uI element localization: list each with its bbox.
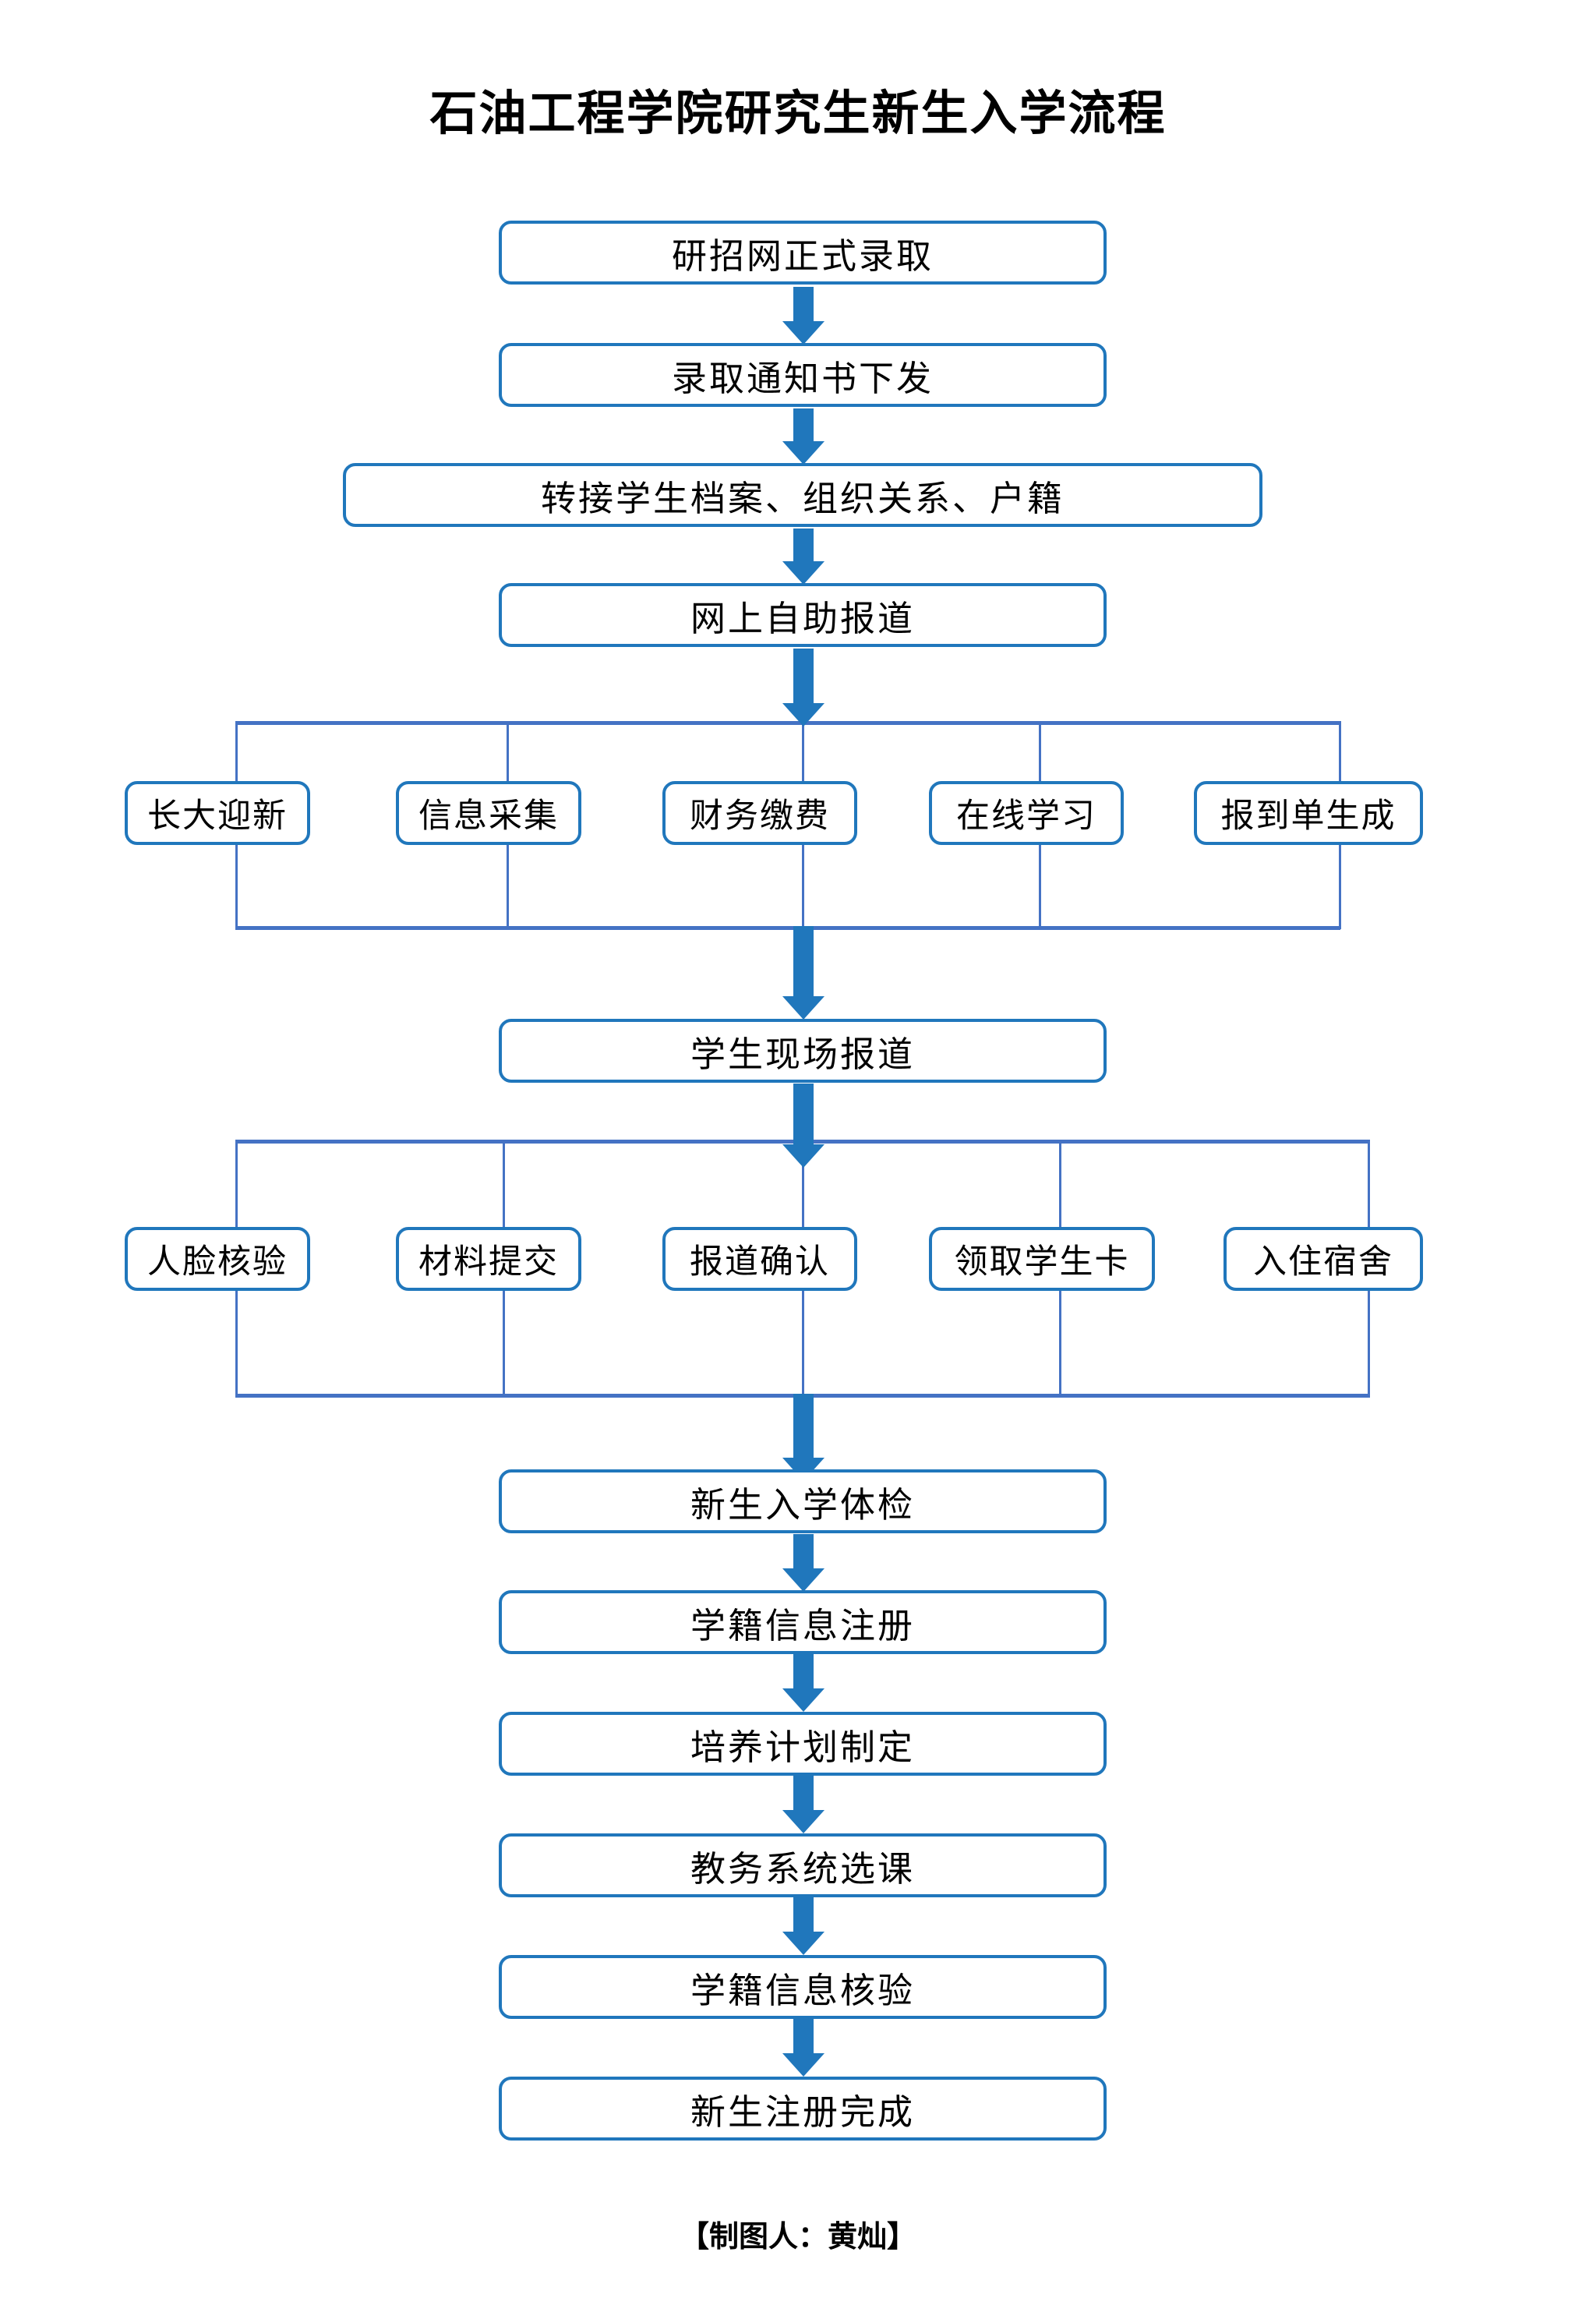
flow-node-label: 研招网正式录取 (671, 236, 934, 276)
flow-node-step-8[interactable]: 培养计划制定 (499, 1712, 1107, 1776)
arrow-branchgroup2-step6 (782, 1394, 824, 1481)
branch2-top-drop-3 (802, 1140, 804, 1233)
flow-node-label: 信息采集 (418, 798, 559, 835)
flow-node-label: 报道确认 (690, 1244, 830, 1281)
branch1-top-drop-4 (1039, 721, 1041, 783)
arrow-step4-branchgroup1 (782, 649, 824, 726)
flow-node-label: 新生入学体检 (690, 1485, 915, 1525)
flow-node-label: 报到单生成 (1220, 798, 1396, 835)
flow-node-step-11[interactable]: 新生注册完成 (499, 2077, 1107, 2141)
branch2-top-drop-2 (503, 1140, 505, 1233)
flow-node-label: 长大迎新 (147, 798, 288, 835)
flow-node-label: 材料提交 (418, 1244, 559, 1281)
flow-node-label: 录取通知书下发 (671, 359, 934, 398)
flow-node-branch-1-1[interactable]: 长大迎新 (125, 781, 310, 845)
arrow-step9-step10 (782, 1897, 824, 1955)
branch1-bottom-bus (235, 926, 1340, 930)
branch1-bottom-riser-3 (802, 843, 804, 929)
branch1-bottom-riser-5 (1339, 843, 1341, 929)
page-title: 石油工程学院研究生新生入学流程 (429, 87, 1167, 140)
flow-node-branch-1-4[interactable]: 在线学习 (929, 781, 1124, 845)
flow-node-step-7[interactable]: 学籍信息注册 (499, 1590, 1107, 1654)
arrow-step1-step2 (782, 287, 824, 345)
flow-node-label: 入住宿舍 (1253, 1244, 1393, 1281)
branch1-bottom-riser-1 (235, 843, 238, 929)
branch1-top-drop-1 (235, 721, 238, 783)
flow-node-label: 新生注册完成 (690, 2092, 915, 2132)
branch1-top-drop-5 (1339, 721, 1341, 783)
flow-node-branch-1-3[interactable]: 财务缴费 (662, 781, 857, 845)
flow-node-label: 培养计划制定 (690, 1727, 915, 1767)
flow-node-step-2[interactable]: 录取通知书下发 (499, 343, 1107, 407)
flow-node-branch-2-2[interactable]: 材料提交 (396, 1227, 581, 1291)
flow-node-label: 网上自助报道 (690, 599, 915, 638)
branch1-bottom-riser-4 (1039, 843, 1041, 929)
branch2-bottom-riser-2 (503, 1289, 505, 1397)
branch2-top-drop-5 (1368, 1140, 1370, 1233)
flow-node-branch-1-2[interactable]: 信息采集 (396, 781, 581, 845)
flow-node-label: 在线学习 (956, 798, 1096, 835)
flow-node-step-9[interactable]: 教务系统选课 (499, 1833, 1107, 1897)
branch2-bottom-riser-5 (1368, 1289, 1370, 1397)
flow-node-step-10[interactable]: 学籍信息核验 (499, 1955, 1107, 2019)
flow-node-step-3[interactable]: 转接学生档案、组织关系、户籍 (343, 463, 1262, 527)
branch1-bottom-riser-2 (507, 843, 509, 929)
branch2-bottom-riser-1 (235, 1289, 238, 1397)
arrow-step5-branchgroup2 (782, 1084, 824, 1168)
branch2-top-drop-4 (1059, 1140, 1061, 1233)
flow-node-label: 人脸核验 (147, 1244, 288, 1281)
flow-node-label: 领取学生卡 (954, 1244, 1130, 1281)
branch2-bottom-riser-4 (1059, 1289, 1061, 1397)
flow-node-step-5[interactable]: 学生现场报道 (499, 1019, 1107, 1083)
branch2-bottom-riser-3 (802, 1289, 804, 1397)
flow-node-step-4[interactable]: 网上自助报道 (499, 583, 1107, 647)
arrow-step7-step8 (782, 1654, 824, 1712)
arrow-branchgroup1-step5 (782, 926, 824, 1020)
flow-node-label: 学生现场报道 (690, 1034, 915, 1074)
branch2-top-drop-1 (235, 1140, 238, 1233)
arrow-step6-step7 (782, 1534, 824, 1592)
branch1-top-drop-2 (507, 721, 509, 783)
flow-node-branch-2-3[interactable]: 报道确认 (662, 1227, 857, 1291)
arrow-step3-step4 (782, 529, 824, 585)
arrow-step2-step3 (782, 408, 824, 465)
flow-node-step-6[interactable]: 新生入学体检 (499, 1469, 1107, 1533)
flow-node-label: 学籍信息注册 (690, 1606, 915, 1646)
flow-node-label: 转接学生档案、组织关系、户籍 (540, 479, 1065, 518)
branch1-top-drop-3 (802, 721, 804, 783)
arrow-step8-step9 (782, 1776, 824, 1833)
flow-node-label: 教务系统选课 (690, 1849, 915, 1889)
arrow-step10-step11 (782, 2019, 824, 2077)
flow-node-label: 学籍信息核验 (690, 1971, 915, 2010)
flow-node-branch-2-5[interactable]: 入住宿舍 (1223, 1227, 1423, 1291)
flow-node-step-1[interactable]: 研招网正式录取 (499, 221, 1107, 285)
author-credit: 【制图人：黄灿】 (679, 2221, 916, 2254)
flow-node-branch-1-5[interactable]: 报到单生成 (1194, 781, 1423, 845)
flow-node-branch-2-4[interactable]: 领取学生卡 (929, 1227, 1155, 1291)
flow-node-label: 财务缴费 (690, 798, 830, 835)
flow-node-branch-2-1[interactable]: 人脸核验 (125, 1227, 310, 1291)
